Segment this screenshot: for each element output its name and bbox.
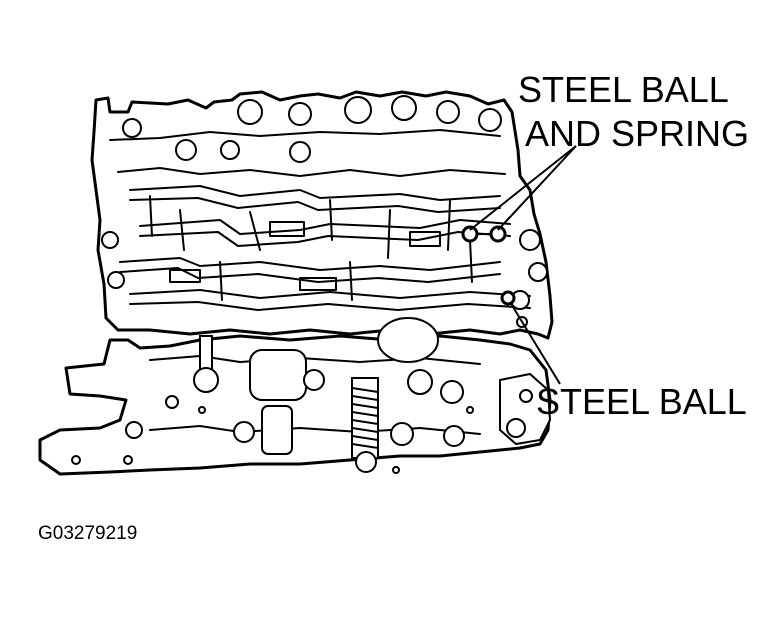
label-steel-ball: STEEL BALL [536,381,747,422]
mounting-boss [499,372,552,446]
figure-id: G03279219 [38,523,138,544]
leader-steel-ball [509,301,561,385]
leader-ball-spring-b [497,145,577,231]
valve-spring [351,377,379,473]
label-steel-ball-and-spring-line1: STEEL BALL [518,69,729,110]
label-steel-ball-and-spring-line2: AND SPRING [525,113,750,154]
bolt-holes [71,406,474,474]
upper-valve-body [90,90,554,340]
oil-passages [119,185,531,311]
steel-ball-and-spring [461,225,507,243]
top-bosses [122,95,502,163]
lower-valve-body [38,317,552,476]
right-side-bosses [101,229,548,310]
leader-ball-spring-a [469,145,577,231]
valve-spools [125,317,465,455]
leader-lines [469,145,577,385]
